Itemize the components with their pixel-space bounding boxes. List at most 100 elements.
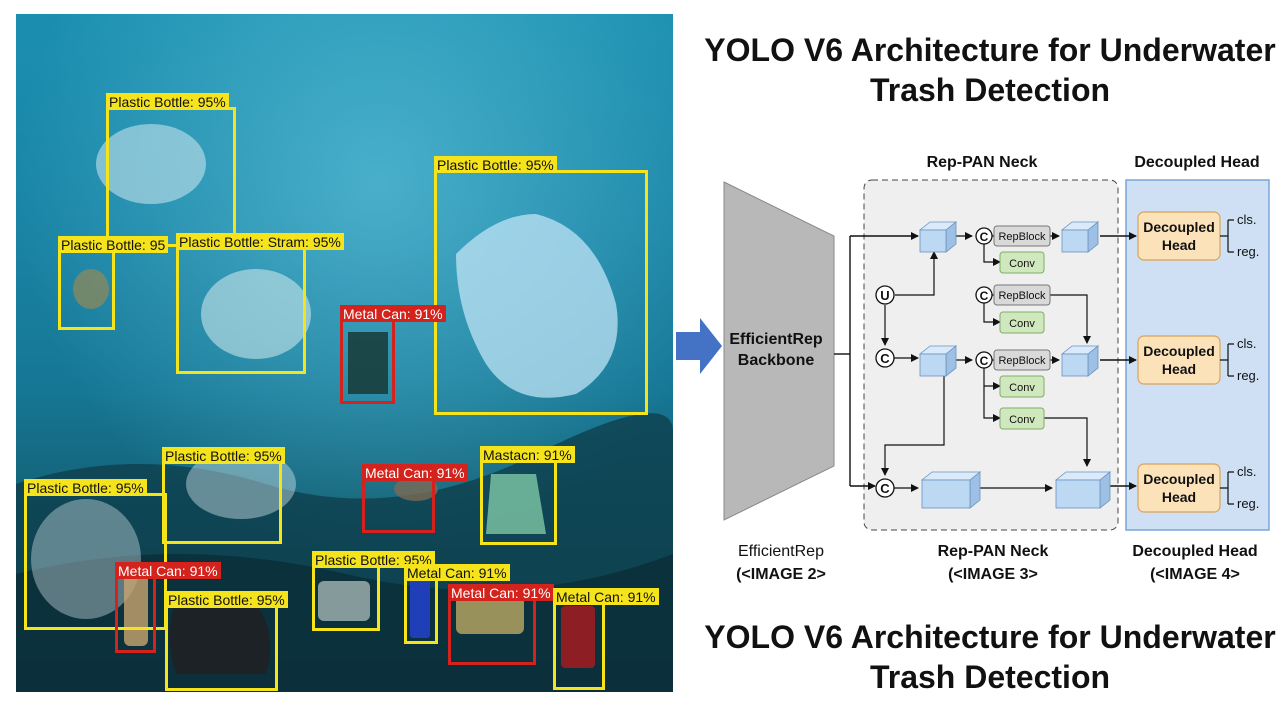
caption-backbone-ref: (<IMAGE 2> — [736, 566, 826, 583]
feature-cube-top-out — [1060, 221, 1100, 253]
detection-label: Plastic Bottle: 95% — [162, 447, 285, 464]
concat-node-second: C — [975, 286, 993, 304]
svg-text:Conv: Conv — [1009, 382, 1035, 394]
detection-label: Metal Can: 91% — [448, 584, 554, 601]
svg-text:Head: Head — [1162, 237, 1196, 253]
decoupled-head-bottom: Decoupled Head cls. reg. — [1137, 463, 1259, 513]
detection-label: Plastic Bottle: 95 — [58, 236, 169, 253]
detection-label: Plastic Bottle: 95% — [165, 591, 288, 608]
detection-box: Metal Can: 91% — [115, 562, 221, 653]
title-top: YOLO V6 Architecture for Underwater Tras… — [704, 32, 1276, 108]
decoupled-head-top: Decoupled Head cls. reg. — [1137, 211, 1259, 261]
backbone-label-2: Backbone — [738, 352, 815, 369]
feature-cube-bottom-out — [1054, 471, 1112, 509]
green-bag — [486, 474, 546, 534]
caption-head-name: Decoupled Head — [1132, 543, 1257, 560]
metal-can-dark — [348, 332, 388, 394]
caption-backbone-name: EfficientRep — [738, 543, 824, 560]
neck-header: Rep-PAN Neck — [927, 154, 1038, 171]
feature-cube-mid-out — [1060, 345, 1100, 377]
repblock-third: RepBlock — [993, 349, 1051, 371]
plastic-bottles-pile — [31, 499, 141, 619]
clear-bottle — [318, 581, 370, 621]
plastic-bag-3 — [456, 214, 618, 398]
plastic-bag-1 — [96, 124, 206, 204]
detection-label: Plastic Bottle: 95% — [312, 551, 435, 568]
svg-text:Conv: Conv — [1009, 318, 1035, 330]
detection-label: Metal Can: 91% — [362, 464, 468, 481]
fish — [394, 477, 438, 501]
title-bottom: YOLO V6 Architecture for Underwater Tras… — [704, 619, 1276, 695]
detection-box: Mastacn: 91% — [480, 446, 575, 545]
concat-node-top: C — [975, 227, 993, 245]
output-reg: reg. — [1237, 244, 1259, 259]
upsample-node: U — [875, 285, 895, 305]
concat-node-bottom: C — [875, 478, 895, 498]
output-cls: cls. — [1237, 212, 1257, 227]
conv-block-1: Conv — [999, 251, 1045, 274]
feature-cube-bottom — [920, 471, 982, 509]
detection-box: Plastic Bottle: Stram: 95% — [176, 233, 344, 374]
debris-1 — [73, 269, 109, 309]
detection-box: Plastic Bottle: 95% — [312, 551, 435, 631]
svg-text:Head: Head — [1162, 361, 1196, 377]
detection-label: Metal Can: 91% — [340, 305, 446, 322]
concat-node-mid-left: C — [875, 348, 895, 368]
crushed-can — [456, 596, 524, 634]
svg-text:C: C — [880, 351, 890, 366]
detection-box: Metal Can: 91% — [340, 305, 446, 404]
big-arrow-icon — [676, 318, 722, 374]
detection-box: Metal Can: 91% — [404, 564, 510, 644]
detection-label: Plastic Bottle: 95% — [434, 156, 557, 173]
svg-text:RepBlock: RepBlock — [998, 355, 1046, 367]
decoupled-head-mid: Decoupled Head cls. reg. — [1137, 335, 1259, 385]
detection-box: Plastic Bottle: 95% — [434, 156, 648, 415]
svg-text:C: C — [880, 481, 890, 496]
plastic-bag-2 — [201, 269, 311, 359]
detection-label: Metal Can: 91% — [404, 564, 510, 581]
feature-cube-top — [918, 221, 958, 253]
detection-label: Plastic Bottle: 95% — [106, 93, 229, 110]
svg-text:C: C — [980, 354, 989, 368]
conv-block-2: Conv — [999, 311, 1045, 334]
svg-text:U: U — [880, 288, 889, 303]
detection-label: Metal Can: 91% — [553, 588, 659, 605]
blue-can — [410, 576, 430, 638]
svg-text:Decoupled: Decoupled — [1143, 471, 1215, 487]
svg-text:Decoupled: Decoupled — [1143, 219, 1215, 235]
detection-label: Metal Can: 91% — [115, 562, 221, 579]
svg-text:Conv: Conv — [1009, 258, 1035, 270]
output-cls: cls. — [1237, 464, 1257, 479]
detection-box: Metal Can: 91% — [448, 584, 554, 665]
detection-box: Metal Can: 91% — [553, 588, 659, 690]
svg-text:C: C — [980, 230, 989, 244]
svg-text:Conv: Conv — [1009, 414, 1035, 426]
black-bag — [169, 596, 271, 674]
detection-label: Plastic Bottle: Stram: 95% — [176, 233, 344, 250]
svg-text:RepBlock: RepBlock — [998, 290, 1046, 302]
svg-text:RepBlock: RepBlock — [998, 231, 1046, 243]
detection-box: Plastic Bottle: 95% — [24, 479, 167, 630]
caption-neck-name: Rep-PAN Neck — [938, 543, 1049, 560]
underwater-photo: Plastic Bottle: 95% Plastic Bottle: 95 Pla… — [16, 14, 673, 692]
repblock-top: RepBlock — [993, 225, 1051, 247]
feature-cube-mid — [918, 345, 958, 377]
caption-neck-ref: (<IMAGE 3> — [948, 566, 1038, 583]
head-header: Decoupled Head — [1134, 154, 1259, 171]
detection-box: Plastic Bottle: 95% — [165, 591, 288, 691]
output-reg: reg. — [1237, 496, 1259, 511]
detection-label: Mastacn: 91% — [480, 446, 575, 463]
detection-box: Plastic Bottle: 95% — [106, 93, 236, 247]
plastic-bag-4 — [186, 449, 296, 519]
concat-node-third: C — [975, 351, 993, 369]
output-cls: cls. — [1237, 336, 1257, 351]
detection-box: Plastic Bottle: 95 — [58, 236, 169, 330]
svg-text:C: C — [980, 289, 989, 303]
detection-box: Metal Can: 91% — [362, 464, 468, 533]
backbone-connections — [834, 232, 919, 490]
svg-text:Head: Head — [1162, 489, 1196, 505]
output-reg: reg. — [1237, 368, 1259, 383]
neck-head-connections — [1100, 232, 1137, 490]
caption-head-ref: (<IMAGE 4> — [1150, 566, 1240, 583]
